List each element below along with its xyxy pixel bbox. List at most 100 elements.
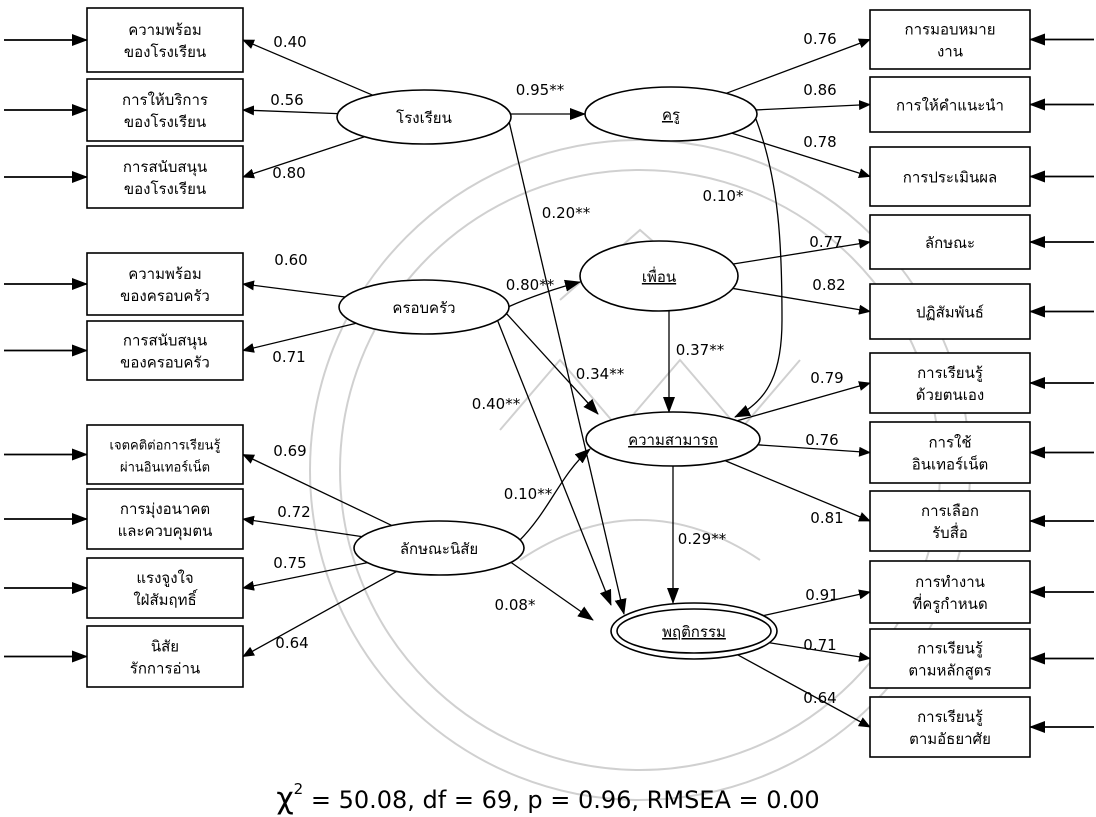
loading-value-c4: 0.64	[275, 634, 308, 652]
latent-label-family: ครอบครัว	[392, 299, 455, 317]
indicator-box-f1	[86, 252, 244, 316]
latent-label-trait: ลักษณะนิสัย	[400, 540, 478, 558]
loading-arrow-c2	[242, 515, 363, 538]
latent-label-teacher: ครู	[662, 106, 680, 124]
indicator-label-p2-line1: ปฏิสัมพันธ์	[916, 304, 984, 322]
loading-value-p1: 0.77	[809, 233, 842, 251]
indicator-box-a3	[869, 490, 1031, 552]
path-coef-school-to-behavior: 0.20**	[542, 204, 591, 222]
indicator-label-c3-line1: แรงจูงใจ	[136, 569, 193, 587]
fit-statistics: χ2 = 50.08, df = 69, p = 0.96, RMSEA = 0…	[276, 780, 819, 816]
loading-value-b3: 0.64	[803, 689, 836, 707]
loading-value-t2: 0.86	[803, 81, 836, 99]
indicator-label-c4-line2: รักการอ่าน	[130, 660, 200, 678]
loading-value-b2: 0.71	[803, 636, 836, 654]
loading-value-s1: 0.40	[273, 33, 306, 51]
indicator-label-s2-line2: ของโรงเรียน	[124, 113, 206, 131]
indicator-label-b2-line2: ตามหลักสูตร	[908, 662, 991, 680]
latent-label-ability: ความสามารถ	[628, 431, 718, 449]
indicator-box-s3	[86, 145, 244, 209]
loading-value-f1: 0.60	[274, 251, 307, 269]
loading-arrow-b1	[763, 589, 871, 617]
indicator-box-t2	[869, 76, 1031, 133]
loading-arrow-p2	[732, 287, 871, 315]
indicator-box-s1	[86, 7, 244, 73]
indicator-box-b3	[869, 696, 1031, 758]
indicator-label-a3-line1: การเลือก	[921, 502, 979, 520]
loading-value-a2: 0.76	[805, 431, 838, 449]
indicator-label-c1-line1: เจตคติต่อการเรียนรู้	[110, 438, 221, 454]
chi-symbol: χ	[276, 781, 293, 816]
loading-arrow-b3	[737, 654, 871, 728]
indicator-label-s1-line1: ความพร้อม	[128, 21, 202, 39]
loading-arrow-t2	[755, 100, 871, 111]
indicator-box-s2	[86, 78, 244, 142]
indicator-box-b1	[869, 560, 1031, 624]
path-family-to-friend	[507, 279, 581, 308]
latent-ellipse-family	[338, 279, 510, 335]
loading-value-t1: 0.76	[803, 30, 836, 48]
path-coef-school-to-teacher: 0.95**	[516, 81, 565, 99]
path-coef-teacher-to-ability: 0.10*	[703, 187, 744, 205]
indicator-label-a3-line2: รับสื่อ	[932, 522, 968, 542]
path-family-to-ability	[505, 312, 599, 415]
fit-values: = 50.08, df = 69, p = 0.96, RMSEA = 0.00	[303, 786, 819, 814]
indicator-box-c1	[86, 424, 244, 485]
indicator-label-b3-line2: ตามอัธยาศัย	[909, 730, 991, 748]
indicator-label-t3-line1: การประเมินผล	[903, 169, 997, 187]
indicator-label-s2-line1: การให้บริการ	[122, 91, 208, 109]
path-trait-to-ability	[518, 448, 591, 542]
latent-ellipse-trait	[353, 520, 525, 576]
indicator-label-b3-line1: การเรียนรู้	[917, 708, 983, 726]
path-coef-family-to-ability: 0.34**	[576, 365, 625, 383]
loading-value-c1: 0.69	[273, 442, 306, 460]
indicator-label-t1-line1: การมอบหมาย	[905, 21, 996, 39]
indicator-box-t3	[869, 146, 1031, 207]
latent-label-behavior: พฤติกรรม	[662, 623, 726, 641]
latent-ellipse-school	[336, 89, 512, 145]
indicator-label-f1-line2: ของครอบครัว	[120, 287, 210, 305]
indicator-label-s3-line2: ของโรงเรียน	[124, 180, 206, 198]
loading-arrow-s2	[242, 105, 338, 116]
chi-superscript: 2	[294, 780, 304, 798]
indicator-box-p2	[869, 283, 1031, 340]
loading-value-a3: 0.81	[810, 509, 843, 527]
path-coef-trait-to-ability: 0.10**	[504, 485, 553, 503]
indicator-box-f2	[86, 320, 244, 381]
loading-arrow-s3	[242, 136, 365, 179]
indicator-label-f2-line1: การสนับสนุน	[123, 332, 207, 351]
path-teacher-to-ability	[734, 113, 783, 418]
indicator-label-p1-line1: ลักษณะ	[925, 234, 975, 252]
latent-ellipse-inner-behavior	[616, 608, 772, 654]
indicator-label-t2-line1: การให้คำแนะนำ	[896, 97, 1004, 115]
loading-value-s3: 0.80	[272, 164, 305, 182]
latent-ellipse-ability	[585, 411, 761, 467]
path-coef-friend-to-ability: 0.37**	[676, 341, 725, 359]
indicator-label-c3-line2: ใฝ่สัมฤทธิ์	[133, 589, 198, 609]
indicator-box-a1	[869, 352, 1031, 414]
indicator-label-c4-line1: นิสัย	[151, 638, 179, 656]
indicator-box-c2	[86, 488, 244, 550]
latent-label-friend: เพื่อน	[642, 266, 676, 286]
indicator-label-c1-line2: ผ่านอินเทอร์เน็ต	[120, 458, 210, 476]
indicator-label-b1-line2: ที่ครูกำหนด	[912, 593, 987, 613]
loading-arrow-s1	[242, 39, 373, 96]
loading-arrow-t3	[731, 132, 871, 178]
indicator-label-c2-line2: และควบคุมตน	[118, 522, 213, 541]
loading-value-b1: 0.91	[805, 586, 838, 604]
latent-ellipse-friend	[579, 240, 739, 312]
loading-arrow-f1	[242, 280, 346, 298]
indicator-label-a1-line2: ด้วยตนเอง	[916, 386, 984, 404]
loading-arrow-t1	[726, 38, 871, 94]
loading-arrow-f2	[242, 322, 357, 353]
loading-value-a1: 0.79	[810, 369, 843, 387]
indicator-label-s3-line1: การสนับสนุน	[123, 158, 207, 177]
path-coef-trait-to-behavior: 0.08*	[495, 596, 536, 614]
loading-arrow-p1	[733, 238, 871, 265]
path-family-to-behavior	[496, 318, 612, 606]
indicator-label-f2-line2: ของครอบครัว	[120, 354, 210, 372]
indicator-box-c3	[86, 557, 244, 619]
loading-value-f2: 0.71	[272, 348, 305, 366]
indicator-label-c2-line1: การมุ่งอนาคต	[120, 500, 210, 519]
